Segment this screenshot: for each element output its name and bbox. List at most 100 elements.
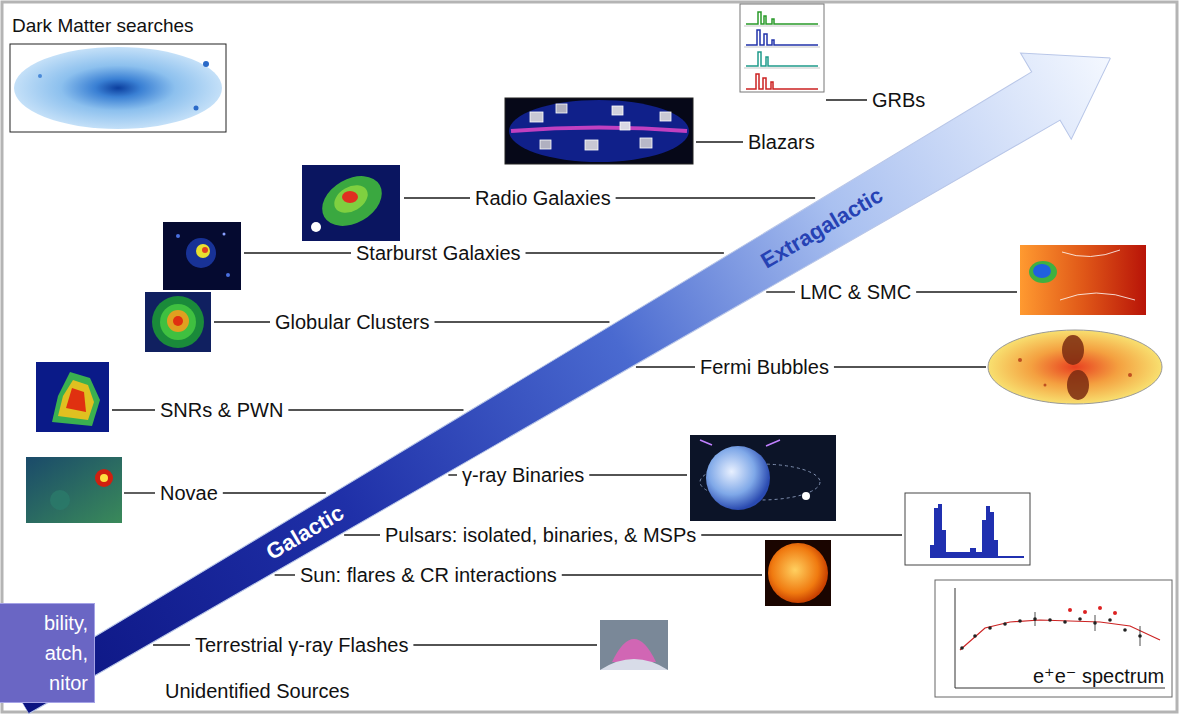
fermi-bubbles-skymap <box>1018 358 1022 362</box>
globular-cluster-image <box>167 310 189 332</box>
blazar-skymap <box>660 112 671 121</box>
label-holder: Novae <box>160 481 218 505</box>
source-label: Terrestrial γ-ray Flashes <box>195 634 408 656</box>
label-holder: GRBs <box>872 88 925 112</box>
starburst-galaxy-image <box>186 238 216 268</box>
pulsar-light-curve <box>905 493 1030 565</box>
dark-matter-skymap <box>14 47 222 129</box>
leader-line <box>275 574 295 575</box>
terrestrial-flash-image <box>600 620 668 670</box>
leader-line <box>766 291 795 292</box>
starburst-galaxy-image <box>176 234 180 238</box>
source-label: γ-ray Binaries <box>462 464 584 486</box>
globular-cluster-image <box>173 316 183 326</box>
electron-spectrum-plot <box>1108 618 1112 622</box>
snr-pwn-image <box>52 372 100 426</box>
dark-matter-skymap <box>10 44 226 132</box>
blazar-skymap <box>585 140 598 150</box>
sun-image <box>768 543 828 603</box>
label-holder: SNRs & PWN <box>160 398 283 422</box>
radio-galaxy-image <box>313 166 390 236</box>
label-holder: e⁺e⁻ spectrum <box>1030 664 1167 688</box>
grb-light-curves <box>746 30 818 45</box>
label-holder: Terrestrial γ-ray Flashes <box>195 633 408 657</box>
electron-spectrum-plot <box>1123 628 1127 632</box>
grb-light-curves <box>744 26 820 27</box>
snr-pwn-image <box>36 362 109 432</box>
blazar-skymap <box>612 106 623 115</box>
snr-pwn-image <box>58 380 94 420</box>
label-holder: LMC & SMC <box>800 280 911 304</box>
dark-matter-skymap <box>203 61 209 67</box>
arrow-outline <box>0 15 1135 717</box>
grb-light-curves <box>744 47 820 48</box>
label-holder: Pulsars: isolated, binaries, & MSPs <box>385 523 696 547</box>
starburst-galaxy-image <box>226 273 230 277</box>
label-holder: Dark Matter searches <box>12 15 194 38</box>
electron-spectrum-plot <box>1048 618 1052 622</box>
radio-galaxy-image <box>342 191 358 203</box>
electron-spectrum-plot <box>960 646 964 650</box>
leader-line <box>616 197 815 198</box>
leader-line <box>526 252 724 253</box>
leader-line <box>435 321 610 322</box>
electron-spectrum-plot <box>955 688 1165 689</box>
leader-line <box>153 644 190 645</box>
radio-galaxy-image <box>311 222 321 232</box>
fermi-bubbles-skymap <box>1062 335 1084 365</box>
electron-spectrum-plot <box>973 634 977 638</box>
grb-light-curves <box>740 4 824 92</box>
label-holder: Starburst Galaxies <box>356 241 521 265</box>
source-label: Pulsars: isolated, binaries, & MSPs <box>385 524 696 546</box>
starburst-galaxy-image <box>202 247 208 253</box>
sun-image <box>765 540 831 606</box>
leader-line <box>124 492 155 493</box>
novae-image <box>26 457 122 523</box>
lmc-smc-image <box>1020 245 1146 315</box>
dark-matter-skymap <box>38 74 42 78</box>
source-label: Starburst Galaxies <box>356 242 521 264</box>
gamma-ray-binary-illustration <box>690 435 836 521</box>
globular-cluster-image <box>160 304 196 340</box>
label-holder: Sun: flares & CR interactions <box>300 563 557 587</box>
leader-line <box>696 141 743 142</box>
blazar-skymap <box>505 98 693 164</box>
leader-line <box>636 366 695 367</box>
gamma-ray-binary-illustration <box>706 446 770 510</box>
source-label: LMC & SMC <box>800 281 911 303</box>
cropped-note-box: bility, atch, nitor <box>0 603 95 703</box>
leader-line <box>826 99 867 100</box>
label-holder: Globular Clusters <box>275 310 430 334</box>
grb-light-curves <box>746 74 818 89</box>
fermi-bubbles-skymap <box>988 330 1162 404</box>
novae-image <box>100 474 108 482</box>
lmc-smc-image <box>1020 245 1146 315</box>
gamma-ray-binary-illustration <box>690 435 836 521</box>
blazar-skymap <box>509 100 689 162</box>
electron-spectrum-plot <box>1113 611 1117 615</box>
label-holder: γ-ray Binaries <box>462 463 584 487</box>
starburst-galaxy-image <box>196 244 210 258</box>
leader-line <box>112 409 155 410</box>
plot-caption: e⁺e⁻ spectrum <box>1030 665 1167 687</box>
leader-line <box>413 644 597 645</box>
fermi-bubbles-skymap <box>1067 370 1089 400</box>
grb-light-curves <box>744 68 820 69</box>
snr-pwn-image <box>36 362 109 432</box>
label-holder: Blazars <box>748 130 815 154</box>
source-label: Radio Galaxies <box>475 187 611 209</box>
source-label: Fermi Bubbles <box>700 356 829 378</box>
lmc-smc-image <box>1033 264 1051 278</box>
source-label: SNRs & PWN <box>160 399 283 421</box>
leader-line <box>244 252 351 253</box>
dark-matter-skymap <box>10 44 226 132</box>
blazar-skymap <box>530 112 543 122</box>
starburst-galaxy-image <box>163 222 241 290</box>
globular-cluster-image <box>152 296 204 348</box>
electron-spectrum-plot <box>1098 606 1102 610</box>
scale-arrow: GalacticExtragalactic <box>0 6 1140 717</box>
electron-spectrum-plot <box>1078 617 1082 621</box>
lmc-smc-image <box>1060 293 1135 300</box>
terrestrial-flash-image <box>612 639 656 662</box>
